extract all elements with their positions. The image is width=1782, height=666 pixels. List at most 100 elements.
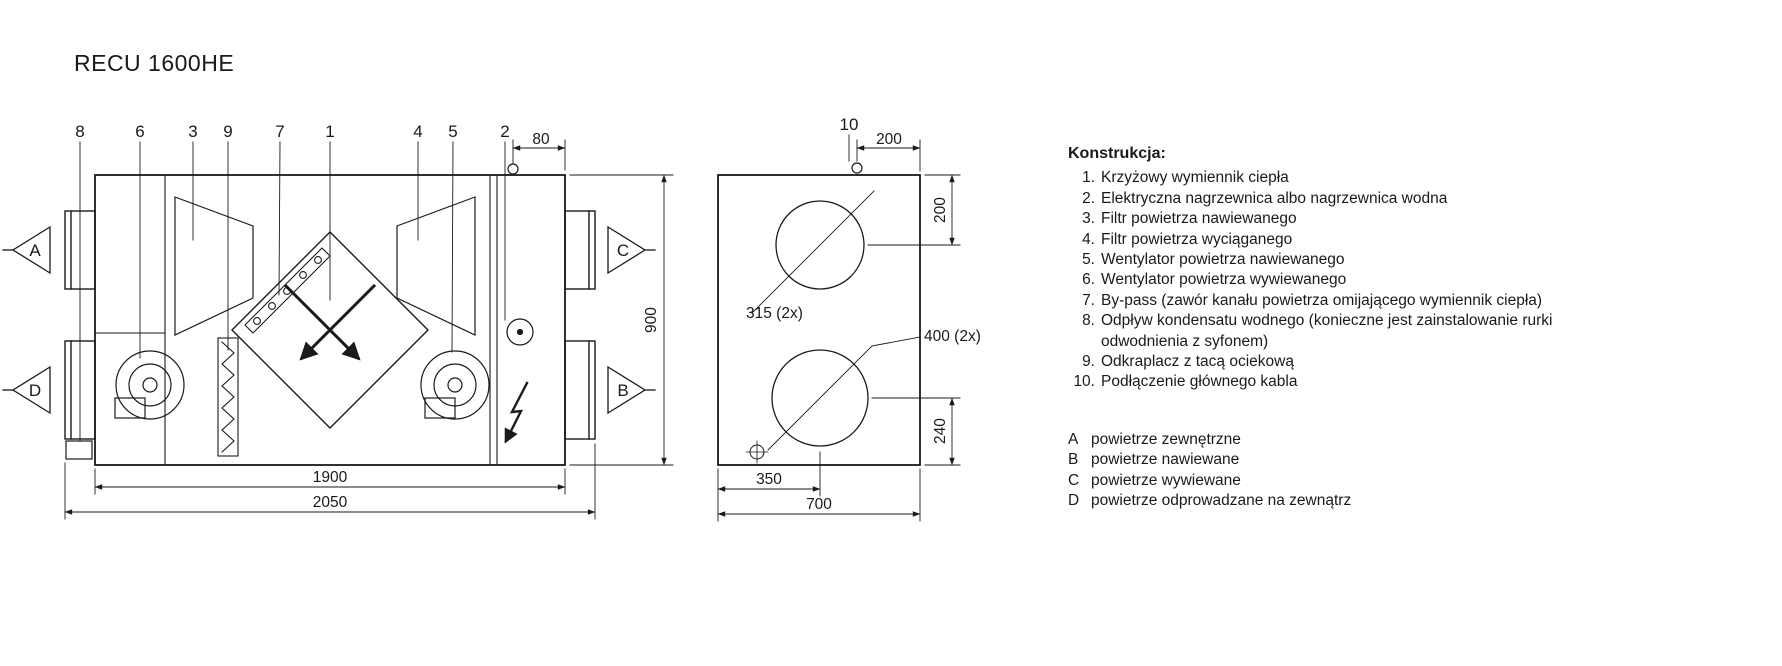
air-letter: C [1068, 471, 1080, 489]
exhaust-fan [114, 350, 185, 420]
legend-item-number: 4. [1082, 230, 1095, 248]
spigot-bottom-circle [771, 349, 869, 447]
legend-item-8: 8. Odpływ kondensatu wodnego (konieczne … [1068, 311, 1576, 352]
dim-1900-label: 1900 [313, 469, 348, 486]
dim-900: 900 [569, 174, 674, 466]
air-label-d: D powietrze odprowadzane na zewnątrz [1068, 491, 1576, 511]
dim-900-label: 900 [643, 307, 660, 333]
port-label-d: D [29, 381, 41, 400]
legend-item-1: 1. Krzyżowy wymiennik ciepła [1068, 168, 1576, 188]
port-arrow-b: B [607, 365, 656, 415]
legend-item-text: Wentylator powietrza nawiewanego [1101, 251, 1345, 269]
dim-400-label: 400 (2x) [924, 328, 981, 345]
air-label-list: A powietrze zewnętrzne B powietrze nawie… [1068, 430, 1576, 512]
port-arrow-a: A [2, 225, 51, 275]
air-text: powietrze zewnętrzne [1091, 430, 1241, 448]
dim-240-right-label: 240 [932, 418, 949, 444]
electric-heater [504, 318, 534, 444]
legend: Konstrukcja: 1. Krzyżowy wymiennik ciepł… [1068, 144, 1576, 512]
legend-item-text: By-pass (zawór kanału powietrza omijając… [1101, 291, 1543, 309]
legend-item-text: Krzyżowy wymiennik ciepła [1101, 169, 1289, 187]
callout-2: 2 [500, 122, 509, 141]
supply-air-filter [174, 196, 254, 336]
legend-item-5: 5. Wentylator powietrza nawiewanego [1068, 250, 1576, 270]
port-arrow-c: C [607, 225, 656, 275]
callout-6: 6 [135, 122, 144, 141]
legend-item-text: Wentylator powietrza wywiewanego [1101, 271, 1347, 289]
airflow-cross-arrows [283, 283, 377, 361]
side-view: 10 200 315 (2x) 400 (2x) [717, 115, 981, 522]
legend-item-3: 3. Filtr powietrza nawiewanego [1068, 209, 1576, 229]
front-top-connector [506, 163, 520, 176]
legend-heading: Konstrukcja: [1068, 145, 1166, 162]
legend-item-4: 4. Filtr powietrza wyciąganego [1068, 230, 1576, 250]
air-text: powietrze odprowadzane na zewnątrz [1091, 492, 1352, 510]
dim-350: 350 [717, 451, 821, 522]
legend-item-number: 8. [1082, 312, 1095, 330]
side-body [717, 174, 921, 466]
air-text: powietrze wywiewane [1091, 471, 1241, 489]
lightning-icon [504, 381, 529, 444]
air-letter: A [1068, 430, 1079, 448]
legend-item-text: Odkraplacz z tacą ociekową [1101, 353, 1294, 371]
droplet-separator [217, 337, 239, 457]
callout-numbers: 8 6 3 9 7 1 4 5 2 [75, 122, 509, 141]
drawing-title: RECU 1600HE [74, 50, 235, 76]
callout-7: 7 [275, 122, 284, 141]
legend-item-text: Odpływ kondensatu wodnego (konieczne jes… [1101, 312, 1553, 350]
air-label-c: C powietrze wywiewane [1068, 471, 1576, 491]
port-supply-air-duct [564, 340, 596, 440]
dim-350-label: 350 [756, 471, 782, 488]
bypass-damper [244, 247, 331, 334]
dim-200-right: 200 [867, 174, 961, 246]
air-letter: B [1068, 451, 1079, 469]
air-label-b: B powietrze nawiewane [1068, 450, 1576, 470]
port-arrows: A D C B [2, 225, 656, 415]
port-arrow-d: D [2, 365, 51, 415]
callout-5: 5 [448, 122, 457, 141]
legend-item-text: Filtr powietrza wyciąganego [1101, 230, 1293, 248]
dim-240-right: 240 [871, 397, 961, 466]
legend-item-number: 9. [1082, 353, 1095, 371]
legend-item-7: 7. By-pass (zawór kanału powietrza omija… [1068, 291, 1576, 311]
legend-item-number: 10. [1073, 373, 1095, 391]
port-label-b: B [617, 381, 628, 400]
dim-1900: 1900 [94, 468, 566, 495]
dim-200-top: 200 [856, 131, 921, 172]
air-text: powietrze nawiewane [1091, 451, 1240, 469]
extract-air-filter [396, 196, 476, 336]
port-label-c: C [617, 241, 629, 260]
dim-2050-label: 2050 [313, 494, 348, 511]
legend-item-number: 5. [1082, 251, 1095, 269]
cable-gland: 10 [840, 115, 865, 176]
callout-9: 9 [223, 122, 232, 141]
air-letter: D [1068, 492, 1080, 510]
callout-3: 3 [188, 122, 197, 141]
callout-10: 10 [840, 115, 859, 134]
legend-item-number: 1. [1082, 169, 1095, 187]
air-label-a: A powietrze zewnętrzne [1068, 430, 1576, 450]
legend-item-text: Filtr powietrza nawiewanego [1101, 210, 1297, 228]
dim-315-label: 315 (2x) [746, 305, 803, 322]
callout-4: 4 [413, 122, 422, 141]
dim-315: 315 (2x) [746, 190, 875, 322]
dim-700: 700 [717, 468, 921, 522]
legend-item-number: 7. [1082, 291, 1095, 309]
callout-8: 8 [75, 122, 84, 141]
dim-200-top-label: 200 [876, 131, 902, 148]
supply-fan [420, 350, 490, 420]
dim-400: 400 (2x) [767, 328, 981, 451]
condensate-drain [65, 440, 93, 460]
dim-200-right-label: 200 [932, 197, 949, 223]
legend-item-9: 9. Odkraplacz z tacą ociekową [1068, 352, 1576, 372]
dim-700-label: 700 [806, 496, 832, 513]
legend-item-text: Elektryczna nagrzewnica albo nagrzewnica… [1101, 189, 1448, 207]
port-extract-air-duct [564, 210, 596, 290]
heat-exchanger [231, 231, 429, 429]
legend-item-number: 3. [1082, 210, 1095, 228]
legend-item-number: 2. [1082, 189, 1095, 207]
port-label-a: A [29, 241, 41, 260]
dim-80-label: 80 [532, 131, 550, 148]
